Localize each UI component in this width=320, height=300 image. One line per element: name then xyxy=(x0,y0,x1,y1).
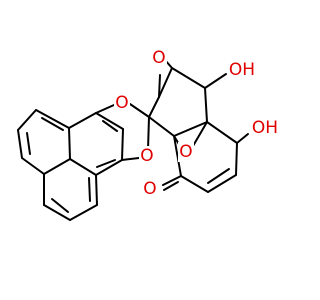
epoxide-top-oxygen-atom: O xyxy=(151,48,167,68)
label-background xyxy=(250,118,280,138)
dioxin-upper-oxygen-label: O xyxy=(115,93,128,113)
bond xyxy=(171,67,206,89)
bond xyxy=(17,109,37,131)
bond xyxy=(69,158,97,176)
bond xyxy=(95,104,115,114)
bond xyxy=(207,174,237,193)
bond-layer xyxy=(17,59,249,221)
bond xyxy=(207,168,230,184)
bond xyxy=(163,181,179,191)
bond xyxy=(68,127,71,160)
hydroxyl-upper-label: OH xyxy=(229,60,255,80)
bond xyxy=(148,116,175,137)
epoxide-bridge-oxygen-label: O xyxy=(179,142,192,162)
bond xyxy=(102,120,118,132)
bond xyxy=(206,121,238,144)
bond xyxy=(96,159,116,168)
bond xyxy=(95,112,124,130)
bond xyxy=(43,204,71,221)
bond xyxy=(173,121,208,137)
bond xyxy=(180,175,209,193)
bond xyxy=(43,158,71,175)
bond xyxy=(204,73,227,89)
ketone-oxygen-atom: O xyxy=(142,179,158,199)
bond xyxy=(26,132,31,155)
bond xyxy=(69,204,98,221)
label-background xyxy=(142,179,158,199)
bond xyxy=(236,133,249,144)
bond xyxy=(41,117,64,131)
dioxin-upper-oxygen-atom: O xyxy=(114,93,130,113)
bond xyxy=(68,112,97,129)
atom-label-layer: O OH OH O O O O xyxy=(114,48,280,199)
dioxin-lower-oxygen-atom: O xyxy=(139,146,155,166)
bond xyxy=(95,159,123,176)
epoxide-top-oxygen-label: O xyxy=(152,48,165,68)
bond xyxy=(21,157,45,175)
bond xyxy=(148,96,160,118)
bond xyxy=(121,128,124,161)
hydroxyl-upper-group: OH xyxy=(227,60,257,80)
label-background xyxy=(227,60,257,80)
label-background xyxy=(178,142,194,162)
epoxide-bridge-oxygen-atom: O xyxy=(178,142,194,162)
label-background xyxy=(139,146,155,166)
bond xyxy=(95,174,98,206)
molecule-structure-diagram: O OH OH O O O O xyxy=(17,48,280,221)
dioxin-lower-oxygen-label: O xyxy=(140,146,153,166)
bond xyxy=(17,129,23,159)
bond xyxy=(204,87,208,123)
bond xyxy=(158,74,161,98)
hydroxyl-lower-group: OH xyxy=(250,118,280,138)
bond xyxy=(162,175,182,186)
bond xyxy=(173,135,182,177)
hydroxyl-lower-label: OH xyxy=(252,118,278,138)
bond xyxy=(129,103,150,118)
bond xyxy=(192,121,208,147)
label-background xyxy=(151,48,167,68)
ketone-oxygen-label: O xyxy=(143,179,156,199)
label-background xyxy=(114,93,130,113)
bond xyxy=(51,198,69,213)
bond xyxy=(88,177,91,202)
bond xyxy=(147,116,150,151)
bond xyxy=(158,67,173,98)
bond xyxy=(35,109,70,129)
bond xyxy=(235,142,238,176)
bond xyxy=(121,157,140,161)
